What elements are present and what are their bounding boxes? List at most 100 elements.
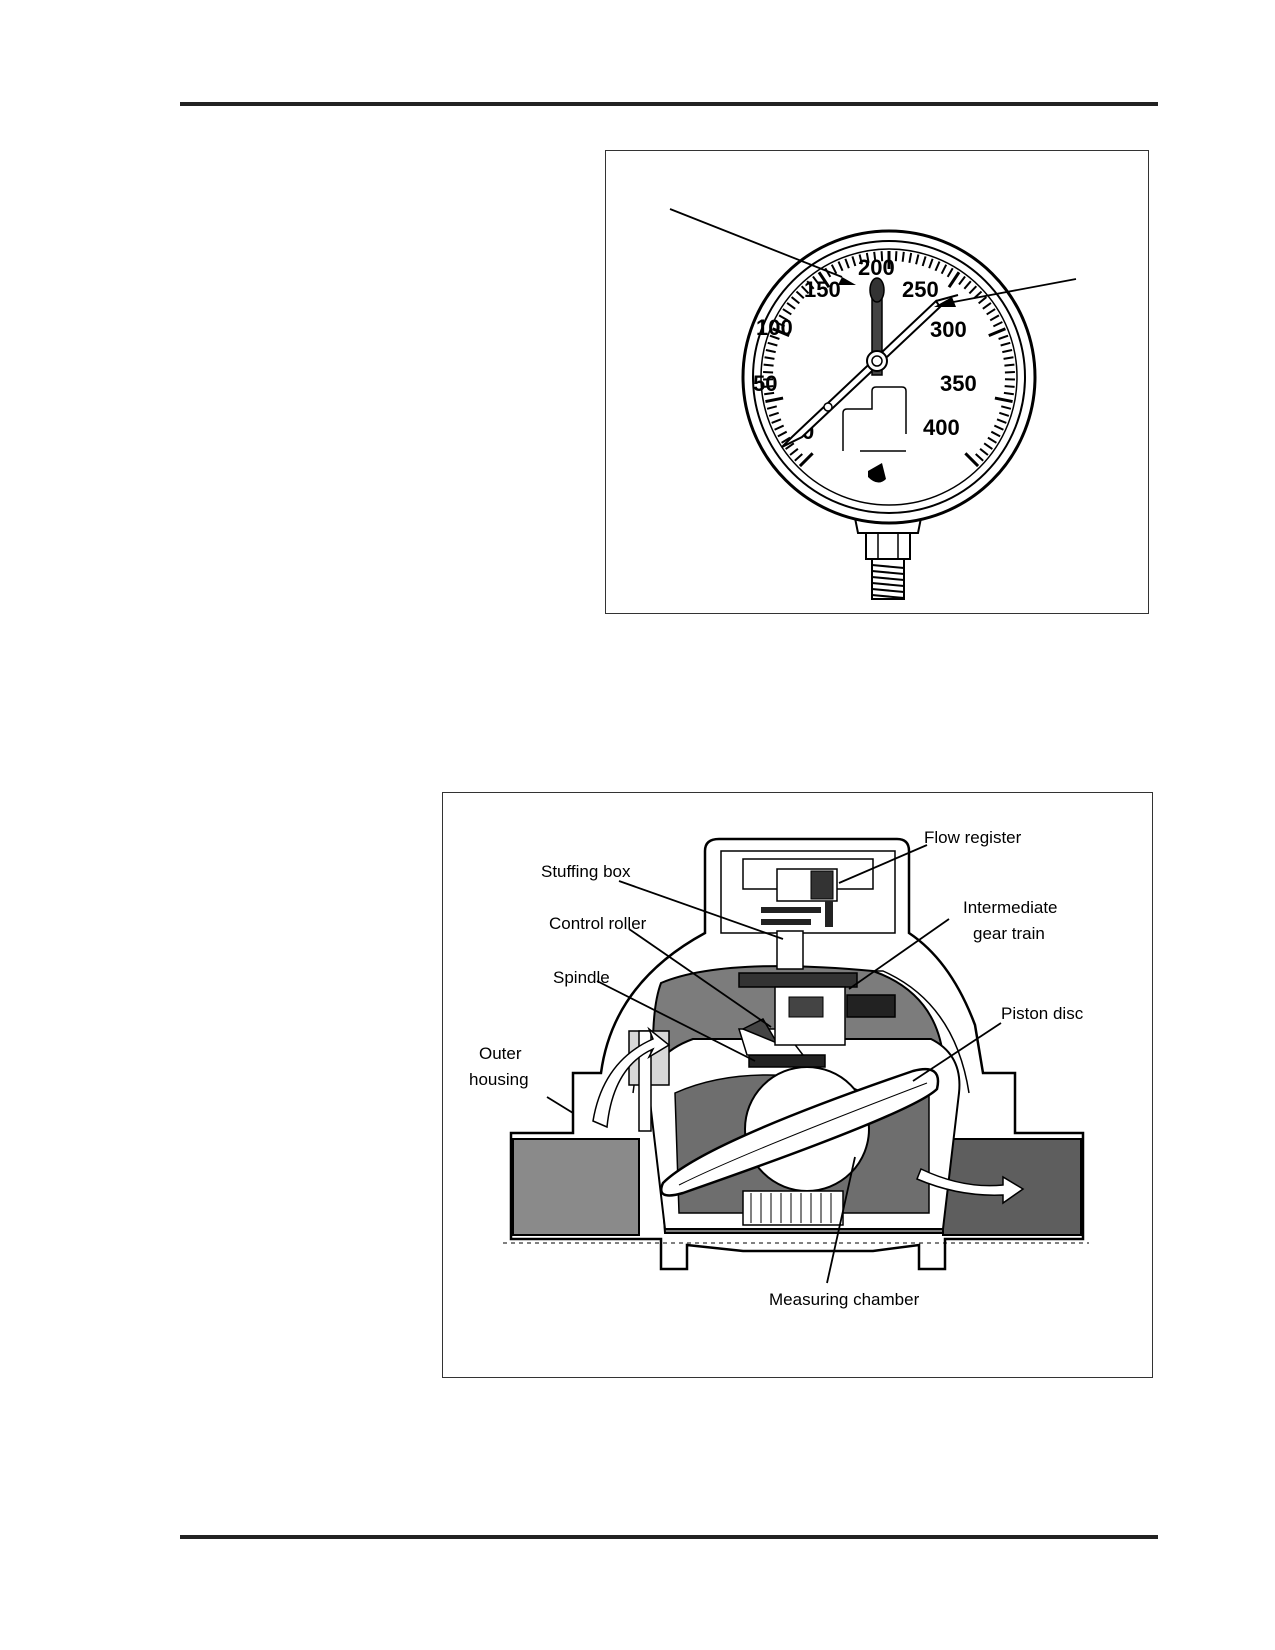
gauge-tick <box>1003 391 1014 396</box>
lower-gear <box>742 1190 844 1226</box>
gauge-tick <box>1000 341 1011 347</box>
gauge-tick <box>763 385 774 388</box>
gauge-tick <box>824 267 832 278</box>
control-roller-part <box>741 1018 779 1045</box>
outlet-flow-arrow <box>916 1167 1025 1205</box>
gauge-tick <box>992 321 1003 328</box>
stuffing-box-part <box>776 930 804 970</box>
callout-leaders <box>546 844 1002 1284</box>
gauge-tick <box>946 267 954 278</box>
gauge-tick <box>1004 363 1015 367</box>
max-reading-pointer <box>781 294 959 448</box>
gauge-tick <box>786 302 796 310</box>
label-flow-register: Flow register <box>924 828 1022 847</box>
spindle-assembly <box>748 1054 826 1068</box>
gauge-tick <box>764 356 775 360</box>
gauge-tick <box>765 396 784 404</box>
gauge-tick <box>798 452 814 468</box>
gauge-tick <box>873 251 877 262</box>
gauge-tick <box>988 327 1006 338</box>
gauge-tick <box>844 258 850 269</box>
gauge-tick <box>830 264 838 275</box>
gauge-tick <box>778 314 789 322</box>
inlet-flow-arrow <box>592 1026 671 1129</box>
gauge-tick <box>772 327 790 338</box>
flow-register-mechanism <box>742 858 874 927</box>
gauge-tick <box>880 251 884 262</box>
gauge-tick <box>851 256 857 267</box>
label-control-roller: Control roller <box>549 914 647 933</box>
pointer-callout-line <box>669 208 843 278</box>
gauge-tick <box>983 442 993 450</box>
gauge-tick <box>774 424 785 431</box>
gauge-tick <box>800 285 810 295</box>
scale-label-50: 50 <box>753 371 777 396</box>
gauge-tick <box>915 254 920 265</box>
gauge-tick <box>999 411 1010 417</box>
scale-label-100: 100 <box>756 315 793 340</box>
gauge-tick <box>928 258 934 269</box>
gauge-dial <box>760 248 1018 506</box>
gauge-tick <box>781 436 791 444</box>
scale-label-250: 250 <box>902 277 939 302</box>
gauge-tick <box>765 349 776 354</box>
gauge-tick <box>1000 405 1012 410</box>
scale-label-150: 150 <box>804 277 841 302</box>
gauge-tick <box>790 296 800 305</box>
gauge-tick <box>987 436 997 444</box>
gauge-scale-labels: 0 50 100 150 200 250 300 350 400 <box>753 255 977 444</box>
main-pointer <box>869 277 885 376</box>
gauge-tick <box>921 256 927 267</box>
gauge-tick <box>979 448 989 456</box>
gauge-tick <box>990 430 1001 438</box>
flow-meter-cutaway-illustration: Flow register Stuffing box Intermediate … <box>469 828 1089 1309</box>
inlet-pipe <box>512 1138 640 1236</box>
gauge-tick <box>986 308 996 316</box>
gauge-tick <box>958 275 966 286</box>
gauge-tick <box>794 453 803 462</box>
gauge-tick <box>858 254 863 265</box>
gauge-tick <box>806 280 815 290</box>
gauge-tick <box>989 314 1000 322</box>
scale-label-400: 400 <box>923 415 960 440</box>
header-rule <box>180 102 1158 106</box>
gauge-tick <box>771 418 782 424</box>
gauge-tick <box>767 341 778 347</box>
gauge-tick <box>865 252 870 263</box>
flow-meter-figure: Flow register Stuffing box Intermediate … <box>442 792 1153 1378</box>
gauge-tick <box>894 251 898 262</box>
label-outer-housing-line1: Outer <box>479 1044 522 1063</box>
pressure-gauge-figure: 0 50 100 150 200 250 300 350 400 <box>605 150 1149 614</box>
gauge-tick <box>964 452 980 468</box>
gauge-tick <box>785 442 795 450</box>
gauge-tick <box>996 418 1007 424</box>
pressure-gauge-illustration: 0 50 100 150 200 250 300 350 400 <box>669 208 1077 600</box>
label-outer-housing-line2: housing <box>469 1070 529 1089</box>
gauge-tick <box>769 334 780 340</box>
gauge-tick <box>1004 385 1015 388</box>
gauge-tick <box>994 396 1013 404</box>
gauge-tick <box>837 261 844 272</box>
gauge-tick <box>775 321 786 328</box>
gauge-tick <box>963 280 972 290</box>
footer-rule <box>180 1535 1158 1539</box>
gauge-tick <box>940 264 948 275</box>
gauge-tick <box>764 391 775 396</box>
gauge-tick <box>1003 356 1014 360</box>
gauge-tick <box>998 334 1009 340</box>
gauge-tick-marks <box>763 251 1015 468</box>
gauge-tick <box>978 296 988 305</box>
gauge-fitting <box>852 512 924 600</box>
gauge-tick <box>789 448 799 456</box>
gauge-tick <box>777 430 788 438</box>
scale-label-200: 200 <box>858 255 895 280</box>
max-pointer-callout-line <box>947 278 1077 304</box>
gear-train-upper-gear <box>738 972 858 988</box>
gauge-tick <box>908 252 913 263</box>
gauge-tick <box>993 424 1004 431</box>
gauge-tick <box>763 363 774 367</box>
gauge-tick <box>766 405 778 410</box>
gauge-tick <box>901 251 905 262</box>
label-stuffing-box: Stuffing box <box>541 862 631 881</box>
label-spindle: Spindle <box>553 968 610 987</box>
